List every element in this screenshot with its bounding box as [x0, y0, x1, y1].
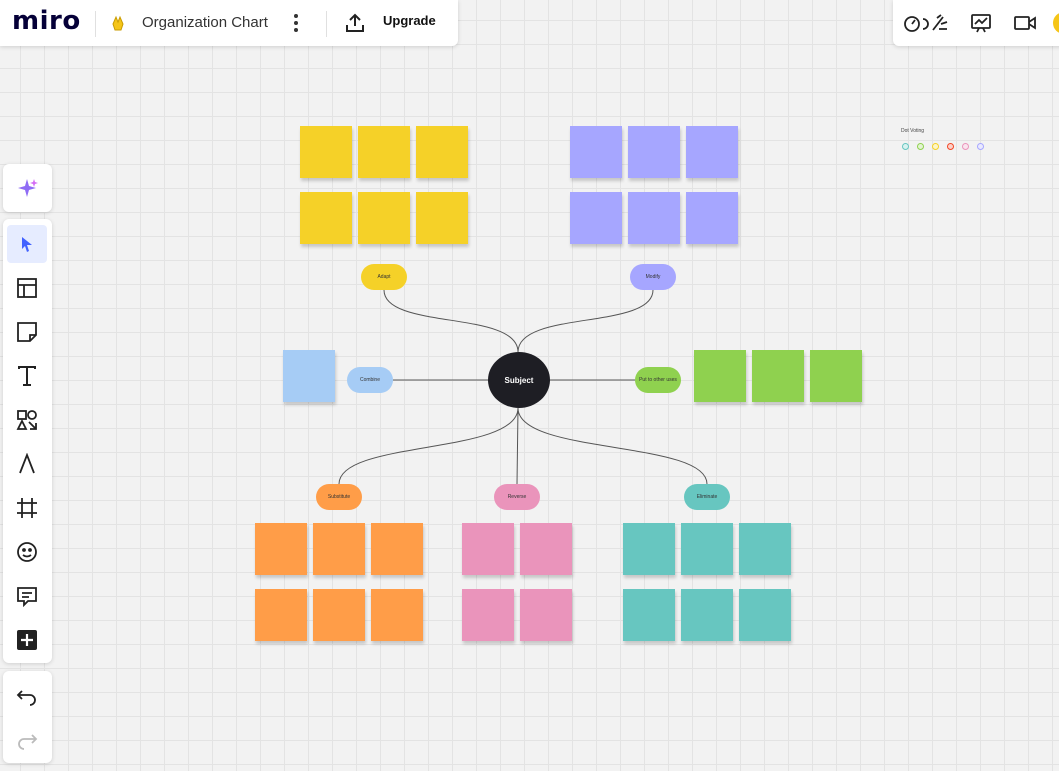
sticky-note[interactable]	[686, 192, 738, 244]
branch-eliminate[interactable]: Eliminate	[684, 484, 730, 510]
sticky-note[interactable]	[739, 589, 791, 641]
sticky-note[interactable]	[255, 523, 307, 575]
sticky-note[interactable]	[623, 523, 675, 575]
voting-dot[interactable]	[947, 143, 954, 150]
branch-adapt[interactable]: Adapt	[361, 264, 407, 290]
sticky-note-icon[interactable]	[7, 313, 47, 351]
divider	[95, 11, 96, 37]
board-emoji-icon[interactable]	[108, 12, 130, 34]
ai-sparkle-icon[interactable]	[7, 169, 47, 207]
text-tool-icon[interactable]	[7, 357, 47, 395]
dot-voting-title: Dot Voting	[901, 128, 925, 134]
sticky-note[interactable]	[694, 350, 746, 402]
sticky-note[interactable]	[623, 589, 675, 641]
sticky-note[interactable]	[462, 589, 514, 641]
user-avatar[interactable]	[1053, 12, 1059, 34]
add-more-icon[interactable]	[7, 621, 47, 659]
sticky-note[interactable]	[416, 192, 468, 244]
voting-dot[interactable]	[917, 143, 924, 150]
branch-modify[interactable]: Modify	[630, 264, 676, 290]
voting-dot[interactable]	[932, 143, 939, 150]
sticky-note[interactable]	[358, 126, 410, 178]
sticky-note[interactable]	[520, 523, 572, 575]
branch-substitute[interactable]: Substitute	[316, 484, 362, 510]
sticky-note[interactable]	[371, 523, 423, 575]
upgrade-button[interactable]: Upgrade	[383, 13, 436, 28]
sticky-note[interactable]	[358, 192, 410, 244]
sticky-note[interactable]	[520, 589, 572, 641]
comment-icon[interactable]	[7, 577, 47, 615]
left-toolbar	[3, 219, 52, 663]
voting-dot[interactable]	[977, 143, 984, 150]
top-toolbar: miro Organization Chart Upgrade	[0, 0, 458, 46]
select-tool-icon[interactable]	[7, 225, 47, 263]
sticky-note[interactable]	[686, 126, 738, 178]
branch-put-to-other-uses[interactable]: Put to other uses	[635, 367, 681, 393]
sticky-note[interactable]	[752, 350, 804, 402]
sticky-note[interactable]	[462, 523, 514, 575]
sticky-note[interactable]	[681, 523, 733, 575]
pen-icon[interactable]	[7, 445, 47, 483]
divider	[326, 11, 327, 37]
board-title[interactable]: Organization Chart	[142, 14, 268, 31]
voting-dot[interactable]	[902, 143, 909, 150]
miro-logo[interactable]: miro	[12, 6, 81, 36]
export-icon[interactable]	[343, 11, 367, 35]
mindmap-center-node[interactable]: Subject	[488, 352, 550, 408]
sticky-note[interactable]	[313, 523, 365, 575]
branch-reverse[interactable]: Reverse	[494, 484, 540, 510]
undo-icon[interactable]	[7, 677, 47, 715]
shapes-icon[interactable]	[7, 401, 47, 439]
sticky-note[interactable]	[313, 589, 365, 641]
sticky-note[interactable]	[570, 126, 622, 178]
history-panel	[3, 671, 52, 763]
sticky-note[interactable]	[371, 589, 423, 641]
sticky-note[interactable]	[628, 192, 680, 244]
sticky-note[interactable]	[255, 589, 307, 641]
sticky-note[interactable]	[416, 126, 468, 178]
video-call-icon[interactable]	[1012, 12, 1038, 34]
ai-panel	[3, 164, 52, 212]
sticky-note[interactable]	[283, 350, 335, 402]
sticky-note[interactable]	[300, 126, 352, 178]
sticky-note[interactable]	[300, 192, 352, 244]
reactions-icon[interactable]	[903, 10, 949, 36]
frame-icon[interactable]	[7, 489, 47, 527]
sticky-note[interactable]	[628, 126, 680, 178]
voting-dot[interactable]	[962, 143, 969, 150]
redo-icon[interactable]	[7, 721, 47, 759]
branch-combine[interactable]: Combine	[347, 367, 393, 393]
templates-icon[interactable]	[7, 269, 47, 307]
stickers-icon[interactable]	[7, 533, 47, 571]
presentation-icon[interactable]	[969, 12, 993, 34]
collaboration-toolbar	[893, 0, 1059, 46]
sticky-note[interactable]	[739, 523, 791, 575]
sticky-note[interactable]	[570, 192, 622, 244]
sticky-note[interactable]	[810, 350, 862, 402]
more-options-icon[interactable]	[286, 12, 306, 34]
sticky-note[interactable]	[681, 589, 733, 641]
